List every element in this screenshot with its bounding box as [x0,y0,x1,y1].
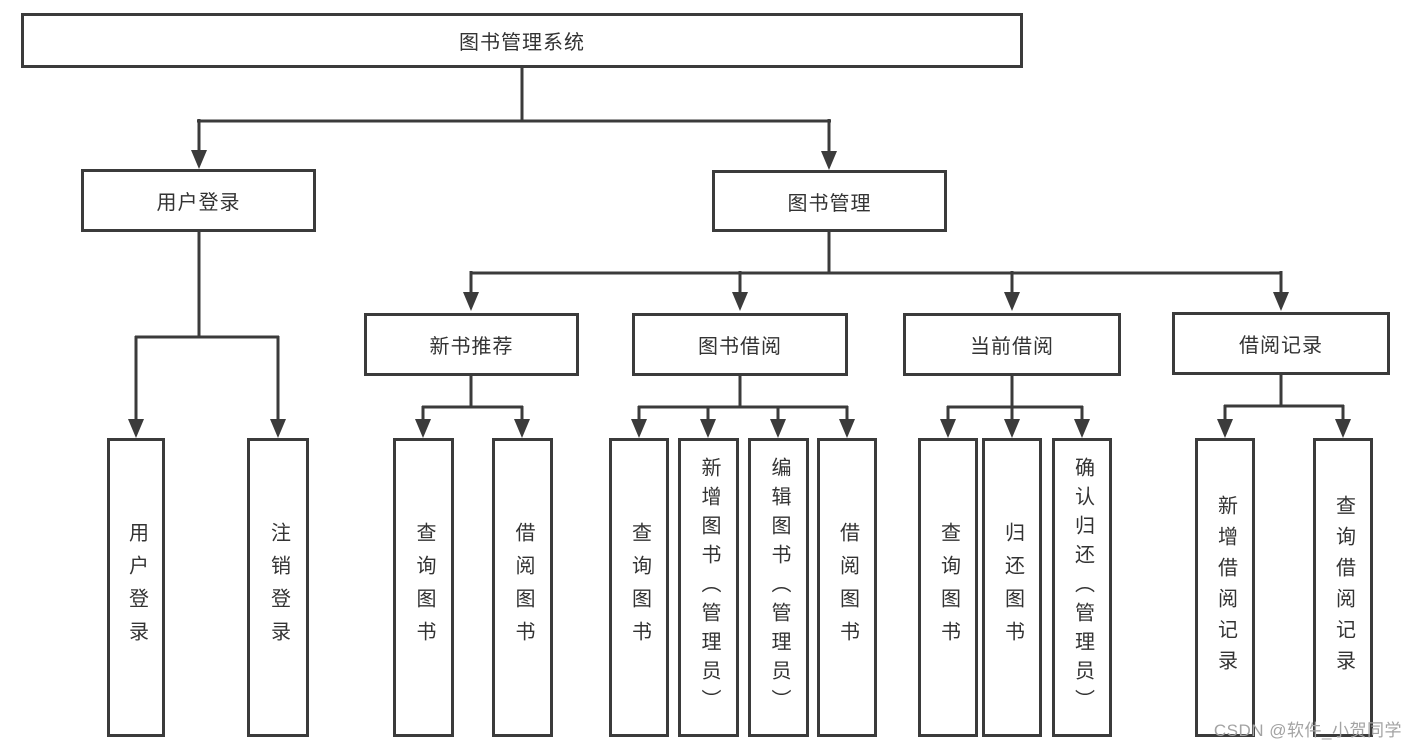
leaf-confirm-return-admin: 确认归还（管理员） [1052,438,1112,737]
leaf-query-borrow-record-label: 查询借阅记录 [1332,494,1355,681]
leaf-add-book-admin: 新增图书（管理员） [678,438,739,737]
leaf-borrow-books-recommend: 借阅图书 [492,438,553,737]
connector-borrow-record-to-leaves [1217,375,1351,438]
leaf-edit-book-admin-label: 编辑图书（管理员） [768,457,790,718]
leaf-add-borrow-record-label: 新增借阅记录 [1214,494,1237,681]
leaf-query-books-borrow: 查询图书 [609,438,669,737]
leaf-user-login-label: 用户登录 [125,521,148,654]
connector-book-borrow-to-leaves [631,376,855,438]
connector-new-book-to-leaves [415,376,530,438]
node-user-login: 用户登录 [81,169,316,232]
leaf-add-borrow-record: 新增借阅记录 [1195,438,1255,737]
connector-user-login-to-leaves [128,232,286,438]
node-current-borrowing: 当前借阅 [903,313,1121,376]
leaf-logout-label: 注销登录 [267,521,290,654]
leaf-add-book-admin-label: 新增图书（管理员） [698,457,720,718]
leaf-return-books: 归还图书 [982,438,1042,737]
leaf-borrow-books-label: 借阅图书 [836,521,859,654]
connector-book-management-to-level3 [463,232,1289,311]
node-new-book-recommendation: 新书推荐 [364,313,579,376]
connector-root-to-level2 [191,68,837,170]
node-library-system: 图书管理系统 [21,13,1023,68]
leaf-query-books-borrow-label: 查询图书 [628,521,651,654]
node-book-borrowing: 图书借阅 [632,313,848,376]
leaf-query-books-current-label: 查询图书 [937,521,960,654]
leaf-borrow-books: 借阅图书 [817,438,877,737]
leaf-return-books-label: 归还图书 [1001,521,1024,654]
leaf-query-books-recommend-label: 查询图书 [413,521,435,654]
watermark: CSDN @软件_小贺同学 [1213,721,1402,740]
connector-current-borrow-to-leaves [940,376,1090,438]
leaf-user-login: 用户登录 [107,438,165,737]
node-book-management: 图书管理 [712,170,947,232]
leaf-logout: 注销登录 [247,438,309,737]
leaf-query-books-current: 查询图书 [918,438,978,737]
leaf-borrow-books-recommend-label: 借阅图书 [512,521,534,654]
leaf-query-books-recommend: 查询图书 [393,438,454,737]
node-borrowing-records: 借阅记录 [1172,312,1390,375]
leaf-edit-book-admin: 编辑图书（管理员） [748,438,809,737]
leaf-confirm-return-admin-label: 确认归还（管理员） [1071,457,1094,718]
leaf-query-borrow-record: 查询借阅记录 [1313,438,1373,737]
